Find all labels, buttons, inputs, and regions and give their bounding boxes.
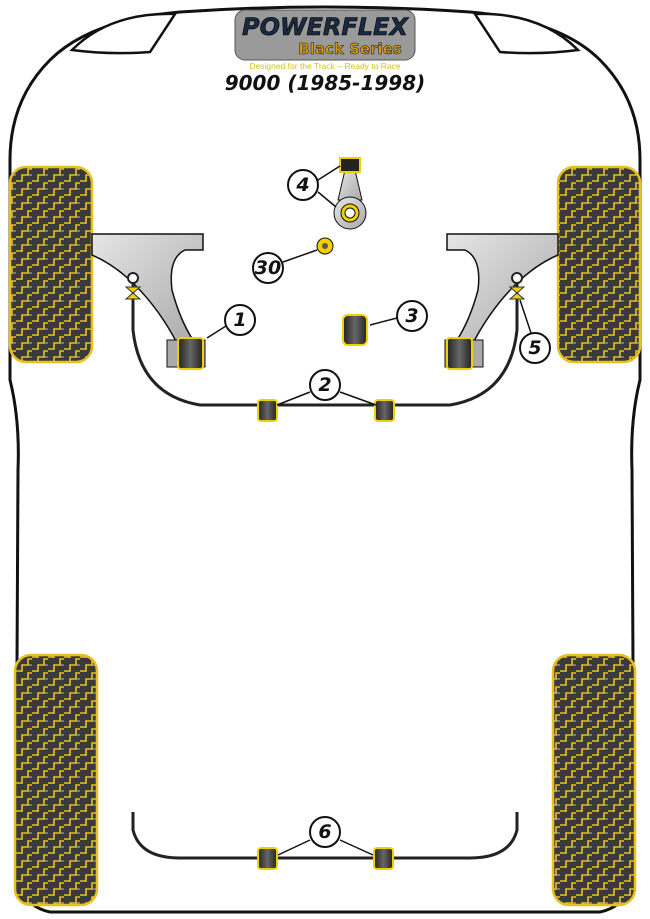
bush-6-left bbox=[257, 847, 278, 870]
headlight-left bbox=[69, 12, 178, 55]
logo-series: Black Series bbox=[298, 40, 401, 58]
bush-3 bbox=[342, 314, 368, 346]
callout-6: 6 bbox=[309, 816, 341, 848]
callout-1: 1 bbox=[224, 304, 256, 336]
drop-link-left bbox=[127, 272, 139, 284]
logo-tagline: Designed for the Track – Ready to Race bbox=[249, 61, 400, 71]
bush-2-right bbox=[374, 399, 395, 422]
svg-text:2: 2 bbox=[318, 374, 331, 396]
rear-left-wheel bbox=[13, 653, 99, 907]
svg-text:3: 3 bbox=[405, 305, 418, 327]
drop-link-bush-right bbox=[508, 286, 526, 300]
rear-right-wheel bbox=[551, 653, 637, 907]
svg-text:1: 1 bbox=[233, 309, 246, 331]
bush-2-left bbox=[257, 399, 278, 422]
car-body-outline bbox=[8, 5, 642, 914]
logo-brand: POWERFLEX bbox=[242, 13, 409, 41]
front-right-control-arm bbox=[446, 233, 559, 346]
callout-4: 4 bbox=[287, 169, 319, 201]
drop-link-bush-left bbox=[124, 286, 142, 300]
headlight-right bbox=[472, 12, 581, 55]
svg-text:6: 6 bbox=[318, 821, 331, 843]
front-left-wheel bbox=[8, 165, 94, 364]
callout-2: 2 bbox=[309, 369, 341, 401]
svg-text:5: 5 bbox=[528, 337, 541, 359]
drop-link-right bbox=[511, 272, 523, 284]
powerflex-logo: POWERFLEX Black Series bbox=[234, 9, 416, 61]
callout-5: 5 bbox=[519, 332, 551, 364]
front-right-wheel bbox=[556, 165, 642, 364]
bush-1-right bbox=[444, 337, 484, 370]
callout-3: 3 bbox=[396, 300, 428, 332]
bush-4-link bbox=[333, 157, 367, 230]
leader-lines bbox=[206, 165, 532, 856]
callout-30: 30 bbox=[252, 252, 284, 284]
svg-text:4: 4 bbox=[295, 174, 309, 196]
bush-1-left bbox=[166, 337, 206, 370]
front-anti-roll-bar bbox=[131, 280, 519, 407]
rear-anti-roll-bar bbox=[131, 812, 519, 860]
svg-text:30: 30 bbox=[255, 257, 281, 279]
bush-6-right bbox=[373, 847, 394, 870]
front-left-control-arm bbox=[91, 233, 204, 346]
bush-30 bbox=[316, 237, 334, 255]
model-title: 9000 (1985-1998) bbox=[225, 71, 426, 95]
